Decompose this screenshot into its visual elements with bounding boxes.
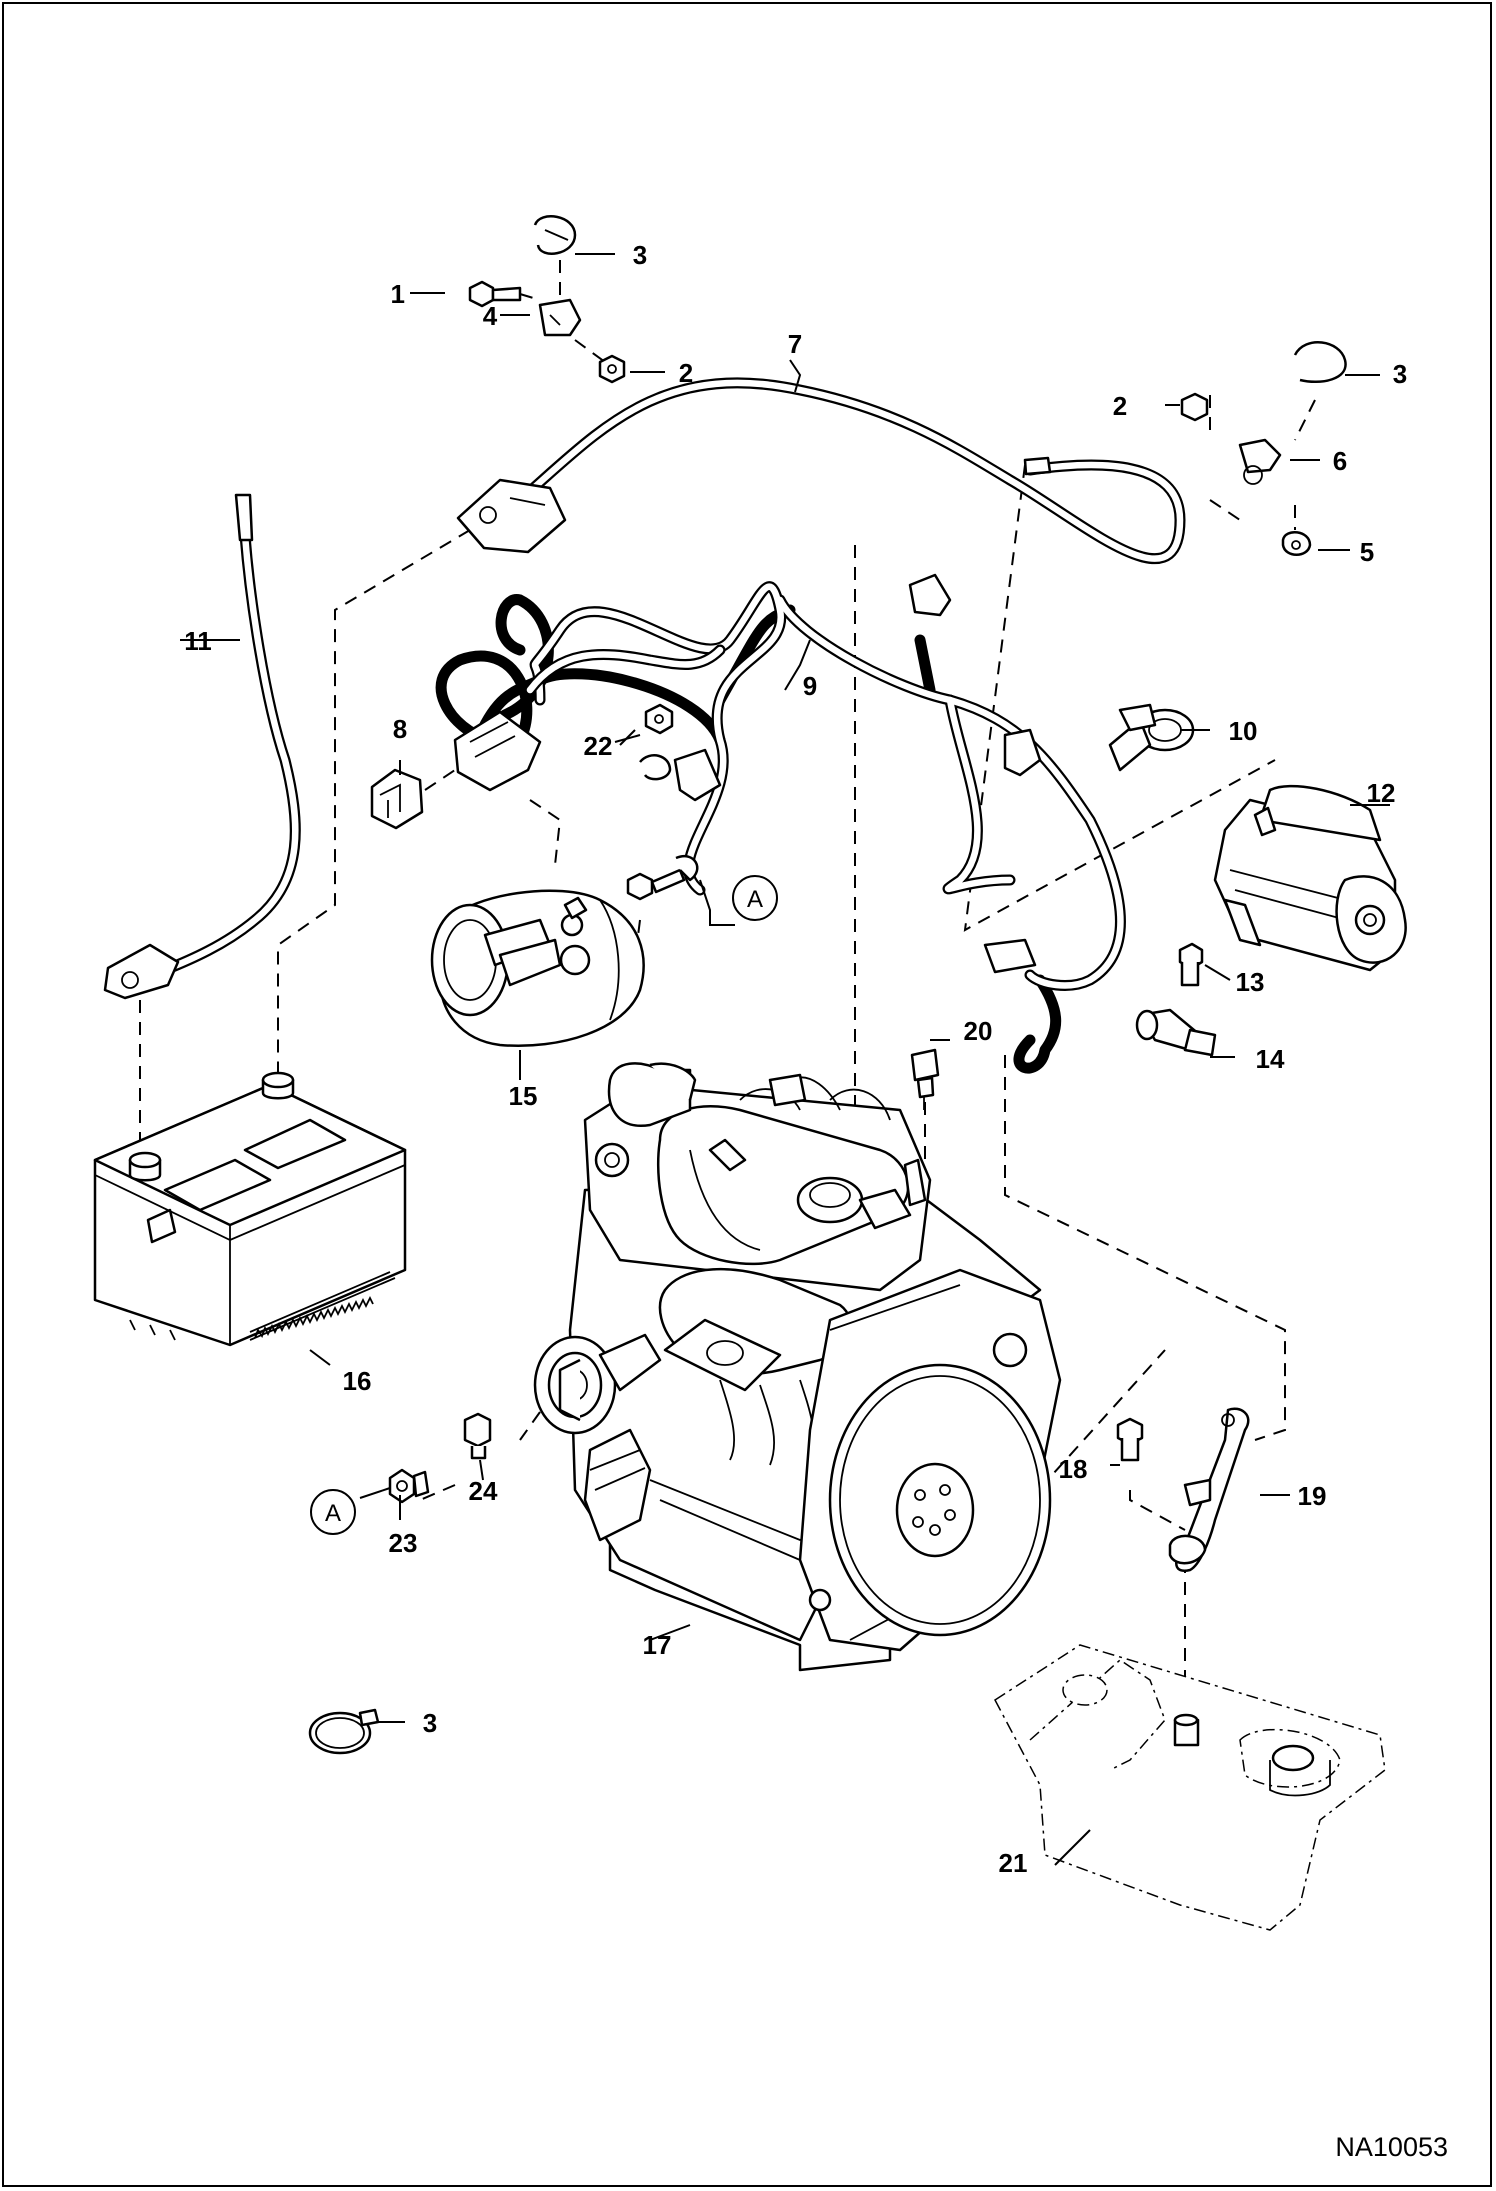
callout-14: 14 — [1256, 1044, 1285, 1074]
reference-a-bottom: A — [310, 1489, 356, 1535]
bracket-assembly-top — [468, 215, 626, 384]
cable-tie-bottom — [308, 1708, 380, 1755]
callout-11: 11 — [184, 626, 212, 656]
temperature-sender — [910, 1048, 940, 1110]
bolt-18 — [1116, 1417, 1144, 1462]
fitting-24 — [463, 1412, 492, 1460]
callout-7: 7 — [788, 329, 802, 359]
fitting-23 — [388, 1468, 430, 1504]
callout-21: 21 — [999, 1848, 1028, 1878]
callout-13: 13 — [1236, 967, 1265, 997]
callout-3-top: 3 — [633, 240, 647, 270]
engine — [533, 1062, 1062, 1672]
alternator — [430, 889, 645, 1047]
callout-4: 4 — [483, 301, 498, 331]
callout-10: 10 — [1229, 716, 1258, 746]
callout-18: 18 — [1059, 1454, 1088, 1484]
callout-numbers: 1 2 3 4 7 9 11 8 22 2 3 6 5 10 12 13 14 … — [184, 240, 1407, 1878]
callout-12: 12 — [1367, 778, 1396, 808]
svg-text:A: A — [325, 1500, 341, 1527]
callout-16: 16 — [343, 1366, 372, 1396]
callout-24: 24 — [469, 1476, 498, 1506]
callout-1: 1 — [391, 279, 405, 309]
callout-leaders — [180, 253, 1390, 1866]
callout-8: 8 — [393, 714, 407, 744]
callout-23: 23 — [389, 1528, 418, 1558]
machine-frame — [994, 1644, 1386, 1931]
hose-clamp — [1108, 703, 1195, 772]
callout-5: 5 — [1360, 537, 1374, 567]
callout-22: 22 — [584, 731, 613, 761]
ground-cable — [103, 493, 301, 1000]
battery-cable — [456, 377, 1186, 565]
callout-2-top: 2 — [679, 358, 693, 388]
reference-a-top: A — [732, 875, 778, 921]
nut-22 — [639, 703, 674, 781]
drawing-number: NA10053 — [1335, 2132, 1448, 2162]
callout-2-right: 2 — [1113, 391, 1127, 421]
callout-3-right: 3 — [1393, 359, 1407, 389]
battery — [93, 1071, 407, 1347]
harness-clamp-bolt — [626, 854, 735, 926]
ground-strap — [1168, 1407, 1250, 1573]
callout-17: 17 — [643, 1630, 672, 1660]
svg-text:A: A — [747, 886, 763, 913]
callout-19: 19 — [1298, 1481, 1327, 1511]
callout-9: 9 — [803, 671, 817, 701]
engine-harness — [435, 573, 1126, 1074]
callout-3-bottom: 3 — [423, 1708, 437, 1738]
callout-15: 15 — [509, 1081, 538, 1111]
callout-20: 20 — [964, 1016, 993, 1046]
bolt-13 — [1178, 942, 1204, 987]
pressure-sensor — [1135, 1008, 1217, 1057]
connector-plug — [370, 768, 456, 830]
callout-6: 6 — [1333, 446, 1347, 476]
starter-motor — [1213, 784, 1407, 972]
bracket-assembly-right — [1180, 341, 1347, 556]
